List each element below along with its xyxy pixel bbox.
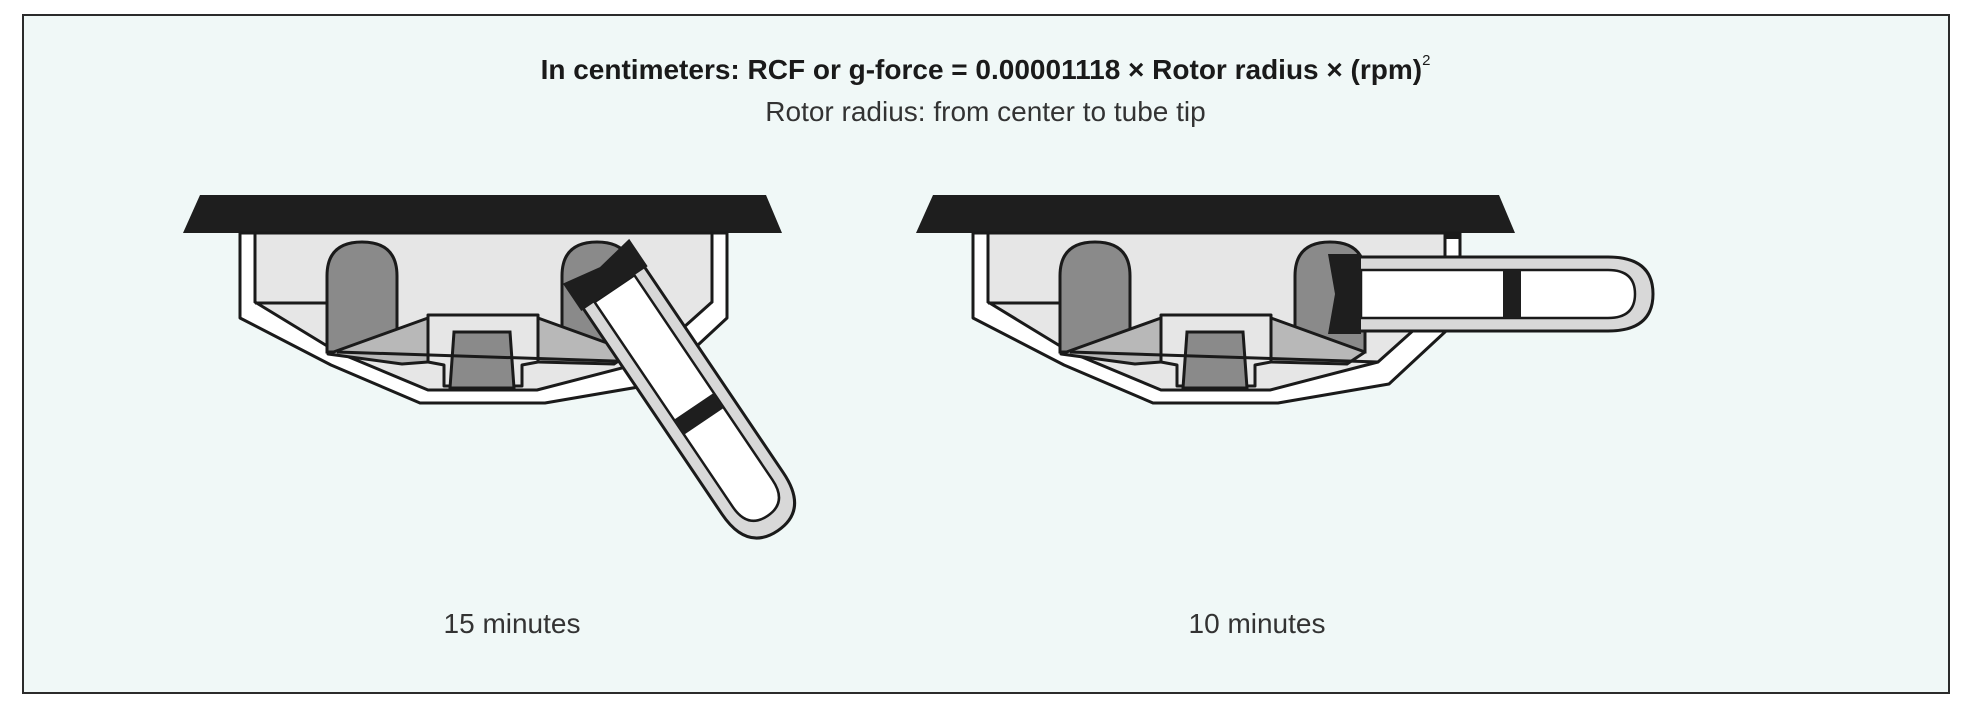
test-tube-horizontal bbox=[1326, 252, 1655, 336]
rotor-radius-note: Rotor radius: from center to tube tip bbox=[765, 96, 1206, 127]
caption-right: 10 minutes bbox=[1188, 608, 1326, 639]
centrifuge-right bbox=[914, 193, 1655, 405]
formula-text: In centimeters: RCF or g-force = 0.00001… bbox=[540, 54, 1423, 85]
rcf-formula: In centimeters: RCF or g-force = 0.00001… bbox=[0, 52, 1971, 86]
formula-exponent: 2 bbox=[1422, 52, 1431, 69]
centrifuge-left bbox=[181, 193, 813, 555]
caption-left: 15 minutes bbox=[443, 608, 581, 639]
